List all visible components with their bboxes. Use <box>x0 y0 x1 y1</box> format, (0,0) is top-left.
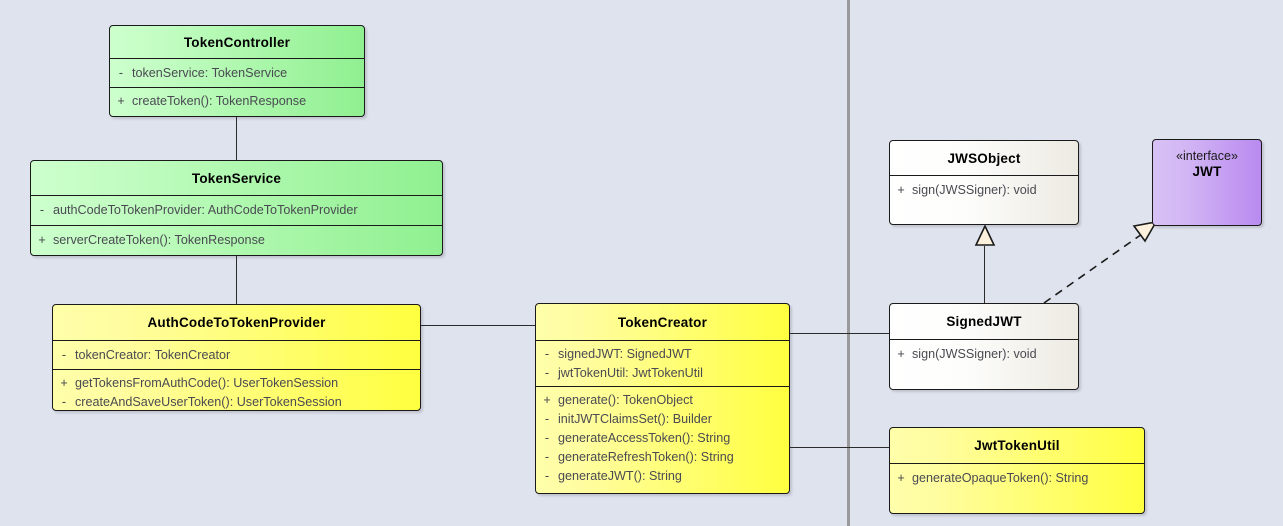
class-attribute: - tokenService: TokenService <box>110 64 364 83</box>
class-method: - generateJWT(): String <box>536 467 789 486</box>
method-signature: serverCreateToken(): TokenResponse <box>53 233 265 247</box>
attribute-signature: signedJWT: SignedJWT <box>558 347 692 361</box>
class-method: + sign(JWSSigner): void <box>890 181 1078 200</box>
class-attributes-section: - authCodeToTokenProvider: AuthCodeToTok… <box>31 195 442 225</box>
visibility-marker: - <box>544 412 550 426</box>
method-signature: initJWTClaimsSet(): Builder <box>558 412 712 426</box>
visibility-marker: + <box>897 471 905 485</box>
attribute-signature: authCodeToTokenProvider: AuthCodeToToken… <box>53 203 358 217</box>
connector-provider-creator <box>421 325 536 326</box>
class-box-token-service[interactable]: TokenService - authCodeToTokenProvider: … <box>30 160 443 256</box>
class-attribute: - jwtTokenUtil: JwtTokenUtil <box>536 364 789 383</box>
method-signature: generate(): TokenObject <box>558 393 693 407</box>
connector-controller-service <box>236 117 237 161</box>
class-name-token-service: TokenService <box>191 170 282 186</box>
class-attribute: - signedJWT: SignedJWT <box>536 345 789 364</box>
connector-signedjwt-jwsobject <box>984 246 985 304</box>
method-signature: createToken(): TokenResponse <box>132 94 307 108</box>
class-methods-section: + generateOpaqueToken(): String <box>890 463 1144 513</box>
method-signature: getTokensFromAuthCode(): UserTokenSessio… <box>75 376 339 390</box>
visibility-marker: - <box>61 395 67 409</box>
connector-service-provider <box>236 256 237 305</box>
class-attributes-section: - signedJWT: SignedJWT - jwtTokenUtil: J… <box>536 340 789 386</box>
class-title-section: AuthCodeToTokenProvider <box>53 305 420 340</box>
class-methods-section: + sign(JWSSigner): void <box>890 339 1078 389</box>
class-method: + serverCreateToken(): TokenResponse <box>31 231 442 250</box>
class-method: + getTokensFromAuthCode(): UserTokenSess… <box>53 374 420 393</box>
class-methods-section: + serverCreateToken(): TokenResponse <box>31 225 442 255</box>
class-method: + sign(JWSSigner): void <box>890 345 1078 364</box>
generalization-arrowhead-icon <box>974 224 996 246</box>
attribute-signature: jwtTokenUtil: JwtTokenUtil <box>558 366 703 380</box>
visibility-marker: + <box>897 347 905 361</box>
class-name-jwt-token-util: JwtTokenUtil <box>974 438 1060 453</box>
class-methods-section: + getTokensFromAuthCode(): UserTokenSess… <box>53 369 420 410</box>
visibility-marker: - <box>61 348 67 362</box>
class-method: + createToken(): TokenResponse <box>110 92 364 111</box>
visibility-marker: - <box>544 431 550 445</box>
class-box-auth-code-to-token-provider[interactable]: AuthCodeToTokenProvider - tokenCreator: … <box>52 304 421 411</box>
visibility-marker: - <box>544 450 550 464</box>
class-methods-section: + generate(): TokenObject - initJWTClaim… <box>536 386 789 493</box>
class-box-token-controller[interactable]: TokenController - tokenService: TokenSer… <box>109 25 365 117</box>
class-title-section: TokenCreator <box>536 304 789 340</box>
attribute-signature: tokenService: TokenService <box>132 66 288 80</box>
connector-creator-signedjwt <box>789 333 890 334</box>
realization-dashed-line <box>1043 220 1158 304</box>
class-methods-section: + createToken(): TokenResponse <box>110 87 364 116</box>
class-method: - createAndSaveUserToken(): UserTokenSes… <box>53 393 420 410</box>
class-method: - initJWTClaimsSet(): Builder <box>536 410 789 429</box>
class-attributes-section: - tokenService: TokenService <box>110 58 364 87</box>
method-signature: generateAccessToken(): String <box>558 431 731 445</box>
visibility-marker: + <box>117 94 125 108</box>
class-box-jwt-interface[interactable]: «interface» JWT <box>1152 139 1262 226</box>
class-title-section: JwtTokenUtil <box>890 428 1144 463</box>
visibility-marker: - <box>544 347 550 361</box>
method-signature: generateJWT(): String <box>558 469 682 483</box>
class-title-section: «interface» JWT <box>1153 140 1261 225</box>
class-title-section: SignedJWT <box>890 304 1078 339</box>
method-signature: sign(JWSSigner): void <box>912 183 1037 197</box>
class-attributes-section: - tokenCreator: TokenCreator <box>53 340 420 369</box>
visibility-marker: + <box>897 183 905 197</box>
attribute-signature: tokenCreator: TokenCreator <box>75 348 231 362</box>
visibility-marker: - <box>39 203 45 217</box>
method-signature: generateRefreshToken(): String <box>558 450 734 464</box>
class-name-signed-jwt: SignedJWT <box>946 314 1022 329</box>
visibility-marker: + <box>60 376 68 390</box>
class-box-jwt-token-util[interactable]: JwtTokenUtil + generateOpaqueToken(): St… <box>889 427 1145 514</box>
connector-creator-jwttokenutil <box>789 447 890 448</box>
class-name-auth-code-to-token-provider: AuthCodeToTokenProvider <box>147 315 326 330</box>
visibility-marker: - <box>118 66 124 80</box>
class-method: - generateRefreshToken(): String <box>536 448 789 467</box>
class-stereotype-jwt: «interface» <box>1176 149 1238 163</box>
visibility-marker: - <box>544 469 550 483</box>
class-name-token-creator: TokenCreator <box>617 314 708 330</box>
class-method: - generateAccessToken(): String <box>536 429 789 448</box>
method-signature: createAndSaveUserToken(): UserTokenSessi… <box>75 395 342 409</box>
class-attribute: - tokenCreator: TokenCreator <box>53 346 420 365</box>
class-name-jwt: JWT <box>1192 164 1222 179</box>
page-divider <box>847 0 850 526</box>
visibility-marker: - <box>544 366 550 380</box>
class-title-section: TokenService <box>31 161 442 195</box>
class-name-token-controller: TokenController <box>183 34 291 50</box>
class-box-signed-jwt[interactable]: SignedJWT + sign(JWSSigner): void <box>889 303 1079 390</box>
class-name-jws-object: JWSObject <box>947 150 1021 166</box>
class-title-section: JWSObject <box>890 141 1078 175</box>
class-box-jws-object[interactable]: JWSObject + sign(JWSSigner): void <box>889 140 1079 225</box>
class-attribute: - authCodeToTokenProvider: AuthCodeToTok… <box>31 201 442 220</box>
visibility-marker: + <box>543 393 551 407</box>
method-signature: sign(JWSSigner): void <box>912 347 1037 361</box>
class-method: + generateOpaqueToken(): String <box>890 469 1144 488</box>
class-box-token-creator[interactable]: TokenCreator - signedJWT: SignedJWT - jw… <box>535 303 790 494</box>
class-title-section: TokenController <box>110 26 364 58</box>
visibility-marker: + <box>38 233 46 247</box>
class-methods-section: + sign(JWSSigner): void <box>890 175 1078 224</box>
class-method: + generate(): TokenObject <box>536 391 789 410</box>
method-signature: generateOpaqueToken(): String <box>912 471 1089 485</box>
